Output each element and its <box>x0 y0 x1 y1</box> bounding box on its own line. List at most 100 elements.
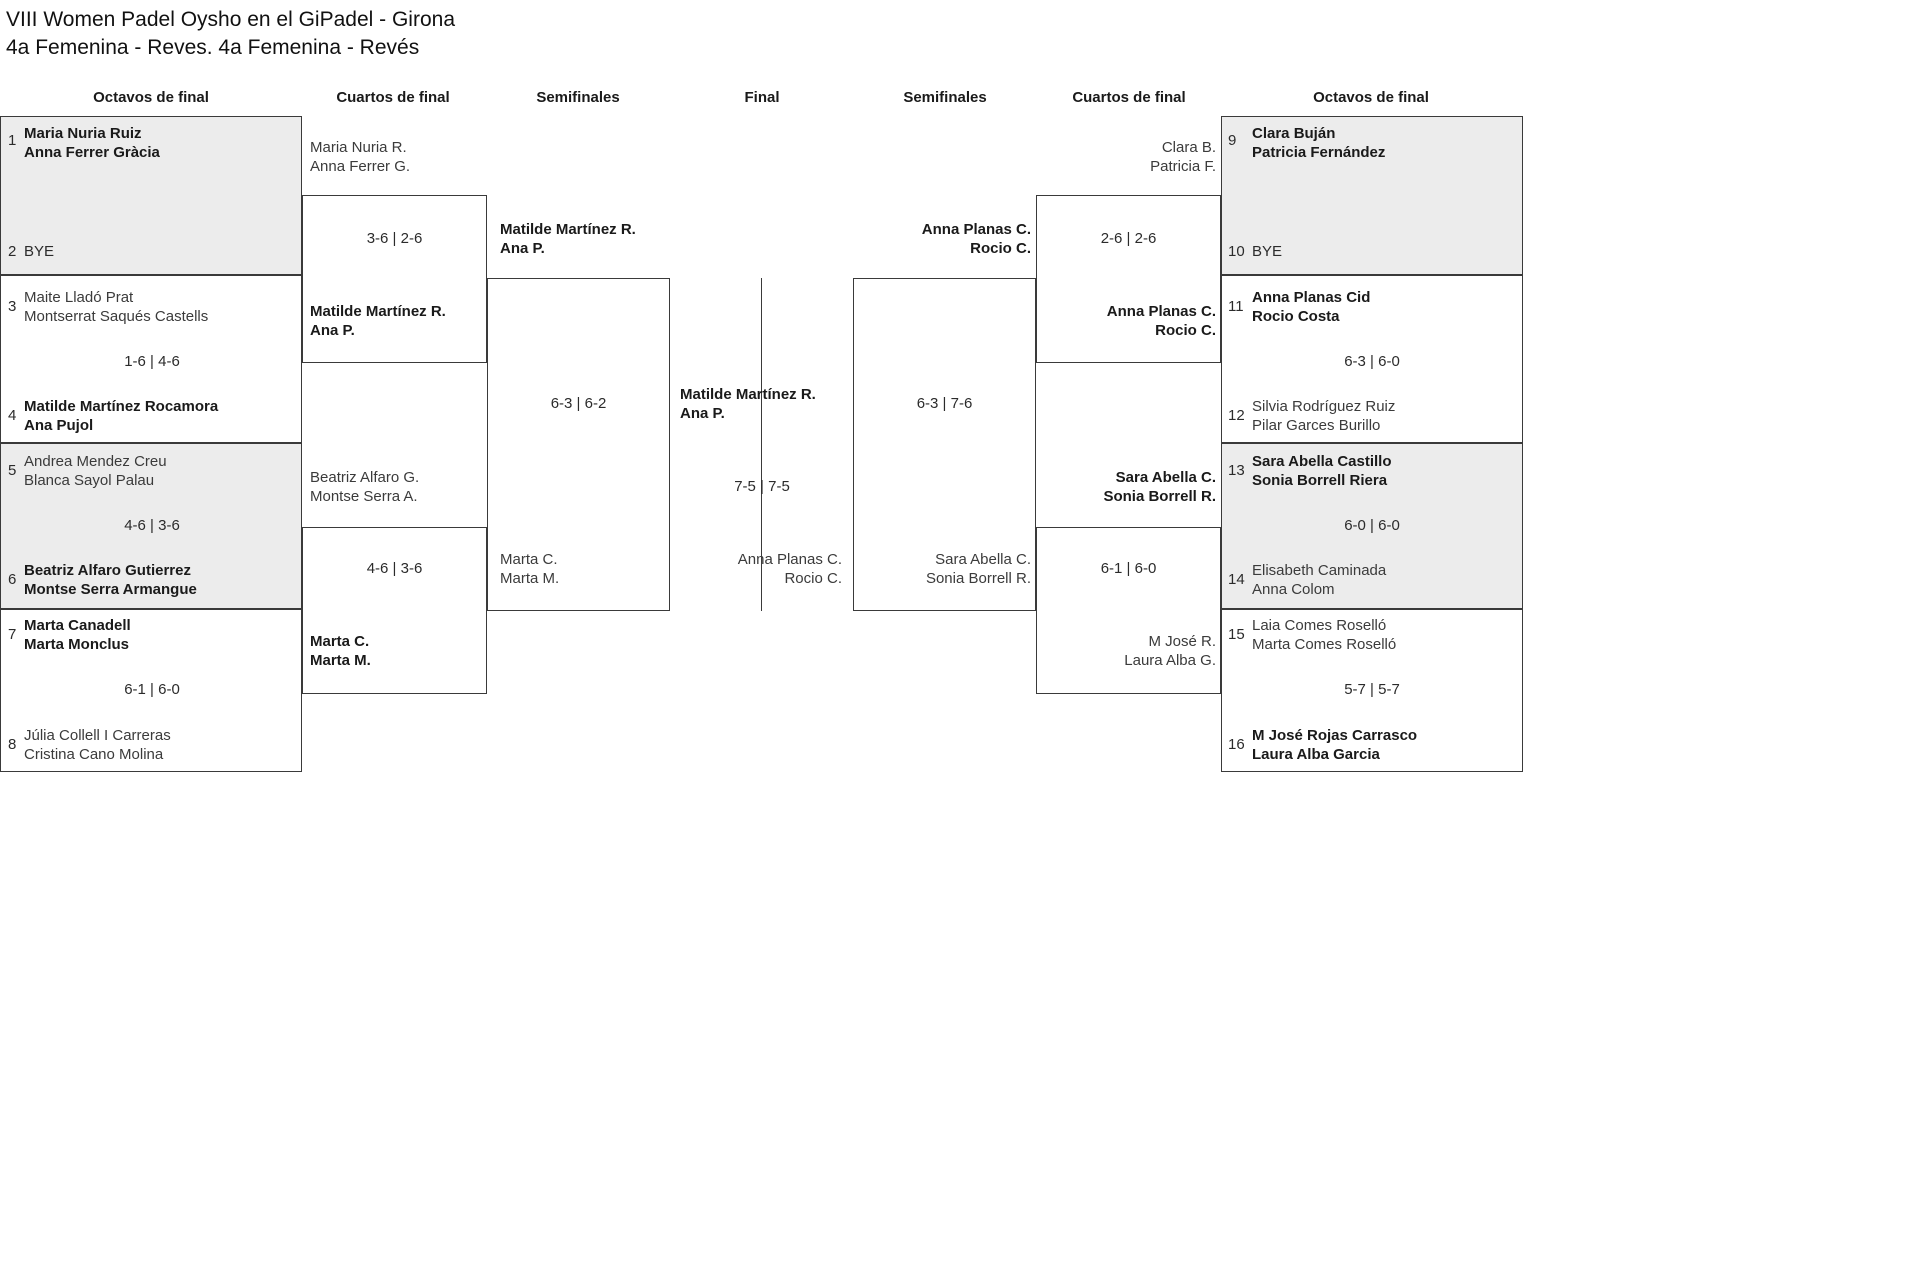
left-qf-match-1[interactable] <box>302 195 487 363</box>
left-r16-player-3-line1: Maite Lladó Prat <box>24 289 134 306</box>
left-r16-score-2: 1-6 | 4-6 <box>124 353 180 370</box>
seed-4: 4 <box>8 407 17 424</box>
right-r16-player-16: M José Rojas Carrasco Laura Alba Garcia <box>1252 726 1417 764</box>
right-r16-player-11-line2: Rocio Costa <box>1252 308 1340 325</box>
left-r16-match-3[interactable] <box>0 443 302 609</box>
final-right-finalist: Anna Planas C. Rocio C. <box>642 550 842 588</box>
left-sf-player-2-line2: Marta M. <box>500 570 560 587</box>
right-qf-player-1: Clara B. Patricia F. <box>1021 138 1216 176</box>
right-sf-player-1-line1: Anna Planas C. <box>921 221 1031 238</box>
left-qf-player-1: Maria Nuria R. Anna Ferrer G. <box>310 138 410 176</box>
left-qf-score-2: 4-6 | 3-6 <box>366 560 423 577</box>
left-qf-player-3: Beatriz Alfaro G. Montse Serra A. <box>310 468 419 506</box>
left-r16-player-3-line2: Montserrat Saqués Castells <box>24 308 209 325</box>
right-qf-player-4-line1: M José R. <box>1148 633 1216 650</box>
right-qf-player-1-line2: Patricia F. <box>1150 158 1216 175</box>
right-r16-score-3: 6-0 | 6-0 <box>1344 517 1400 534</box>
right-sf-match[interactable] <box>853 278 1036 611</box>
right-qf-player-3-line2: Sonia Borrell R. <box>1103 488 1216 505</box>
right-qf-player-3: Sara Abella C. Sonia Borrell R. <box>1021 468 1216 506</box>
right-qf-player-1-line1: Clara B. <box>1161 139 1216 156</box>
left-sf-score: 6-3 | 6-2 <box>550 395 607 412</box>
seed-14: 14 <box>1228 571 1245 588</box>
round-header-final: Final <box>744 89 780 106</box>
left-r16-match-2[interactable] <box>0 275 302 443</box>
left-sf-player-1-line1: Matilde Martínez R. <box>500 221 636 238</box>
right-r16-match-2[interactable] <box>1221 275 1523 443</box>
final-right-finalist-line2: Rocio C. <box>784 570 842 587</box>
right-r16-player-11-line1: Anna Planas Cid <box>1252 289 1371 306</box>
page-title: VIII Women Padel Oysho en el GiPadel - G… <box>6 6 455 62</box>
left-r16-player-2: BYE <box>24 243 55 260</box>
right-qf-score-2: 6-1 | 6-0 <box>1100 560 1157 577</box>
right-qf-player-4-line2: Laura Alba G. <box>1124 652 1216 669</box>
left-r16-player-8-line2: Cristina Cano Molina <box>24 746 164 763</box>
right-r16-player-13-line1: Sara Abella Castillo <box>1252 453 1392 470</box>
right-qf-player-3-line1: Sara Abella C. <box>1115 469 1216 486</box>
right-r16-player-15-line2: Marta Comes Roselló <box>1252 636 1397 653</box>
tournament-title: VIII Women Padel Oysho en el GiPadel - G… <box>6 8 455 31</box>
right-r16-player-12-line1: Silvia Rodríguez Ruiz <box>1252 398 1396 415</box>
right-r16-player-16-line2: Laura Alba Garcia <box>1252 746 1380 763</box>
category-title: 4a Femenina - Reves. 4a Femenina - Revés <box>6 36 420 59</box>
right-r16-player-9-line1: Clara Buján <box>1252 125 1336 142</box>
left-r16-player-7-line1: Marta Canadell <box>24 617 131 634</box>
left-r16-player-4: Matilde Martínez Rocamora Ana Pujol <box>24 397 218 435</box>
left-r16-player-5-line2: Blanca Sayol Palau <box>24 472 155 489</box>
right-qf-player-2-line1: Anna Planas C. <box>1106 303 1216 320</box>
right-qf-player-2: Anna Planas C. Rocio C. <box>1021 302 1216 340</box>
left-qf-player-4: Marta C. Marta M. <box>310 632 371 670</box>
left-r16-player-4-line1: Matilde Martínez Rocamora <box>24 398 219 415</box>
final-left-finalist-line2: Ana P. <box>680 405 725 422</box>
left-r16-score-4: 6-1 | 6-0 <box>124 681 180 698</box>
left-r16-player-5: Andrea Mendez Creu Blanca Sayol Palau <box>24 452 167 490</box>
round-header-right-r16: Octavos de final <box>1313 89 1429 106</box>
right-sf-player-1-line2: Rocio C. <box>970 240 1031 257</box>
left-r16-player-8: Júlia Collell I Carreras Cristina Cano M… <box>24 726 171 764</box>
left-r16-score-3: 4-6 | 3-6 <box>124 517 180 534</box>
seed-12: 12 <box>1228 407 1245 424</box>
left-r16-player-7: Marta Canadell Marta Monclus <box>24 616 131 654</box>
right-qf-match-2[interactable] <box>1036 527 1221 694</box>
right-r16-player-16-line1: M José Rojas Carrasco <box>1252 727 1418 744</box>
left-r16-player-6: Beatriz Alfaro Gutierrez Montse Serra Ar… <box>24 561 197 599</box>
right-r16-player-11: Anna Planas Cid Rocio Costa <box>1252 288 1370 326</box>
seed-13: 13 <box>1228 462 1245 479</box>
seed-9: 9 <box>1228 132 1237 149</box>
left-r16-player-1: Maria Nuria Ruiz Anna Ferrer Gràcia <box>24 124 160 162</box>
left-qf-player-2-line2: Ana P. <box>310 322 355 339</box>
final-right-finalist-line1: Anna Planas C. <box>737 551 842 568</box>
left-r16-match-4[interactable] <box>0 609 302 772</box>
seed-3: 3 <box>8 298 17 315</box>
right-r16-player-13-line2: Sonia Borrell Riera <box>1252 472 1388 489</box>
left-sf-player-1: Matilde Martínez R. Ana P. <box>500 220 636 258</box>
left-r16-player-1-line1: Maria Nuria Ruiz <box>24 125 142 142</box>
right-qf-player-4: M José R. Laura Alba G. <box>1021 632 1216 670</box>
seed-16: 16 <box>1228 736 1245 753</box>
round-header-right-qf: Cuartos de final <box>1072 89 1186 106</box>
seed-11: 11 <box>1228 298 1244 315</box>
right-r16-match-1[interactable] <box>1221 116 1523 275</box>
left-qf-player-3-line2: Montse Serra A. <box>310 488 418 505</box>
right-r16-player-14-line2: Anna Colom <box>1252 581 1335 598</box>
round-header-left-sf: Semifinales <box>536 89 620 106</box>
right-r16-score-4: 5-7 | 5-7 <box>1344 681 1400 698</box>
left-sf-player-2-line1: Marta C. <box>500 551 558 568</box>
right-r16-player-13: Sara Abella Castillo Sonia Borrell Riera <box>1252 452 1392 490</box>
left-r16-match-1[interactable] <box>0 116 302 275</box>
left-qf-match-2[interactable] <box>302 527 487 694</box>
left-sf-match[interactable] <box>487 278 670 611</box>
right-r16-match-3[interactable] <box>1221 443 1523 609</box>
seed-5: 5 <box>8 462 17 479</box>
right-sf-player-2: Sara Abella C. Sonia Borrell R. <box>836 550 1031 588</box>
left-r16-player-6-line2: Montse Serra Armangue <box>24 581 197 598</box>
round-header-left-qf: Cuartos de final <box>336 89 450 106</box>
right-r16-player-12-line2: Pilar Garces Burillo <box>1252 417 1381 434</box>
right-r16-match-4[interactable] <box>1221 609 1523 772</box>
left-r16-player-5-line1: Andrea Mendez Creu <box>24 453 167 470</box>
seed-1: 1 <box>8 132 17 149</box>
left-sf-player-2: Marta C. Marta M. <box>500 550 559 588</box>
right-sf-player-2-line2: Sonia Borrell R. <box>925 570 1031 587</box>
right-r16-player-15: Laia Comes Roselló Marta Comes Roselló <box>1252 616 1396 654</box>
right-qf-match-1[interactable] <box>1036 195 1221 363</box>
